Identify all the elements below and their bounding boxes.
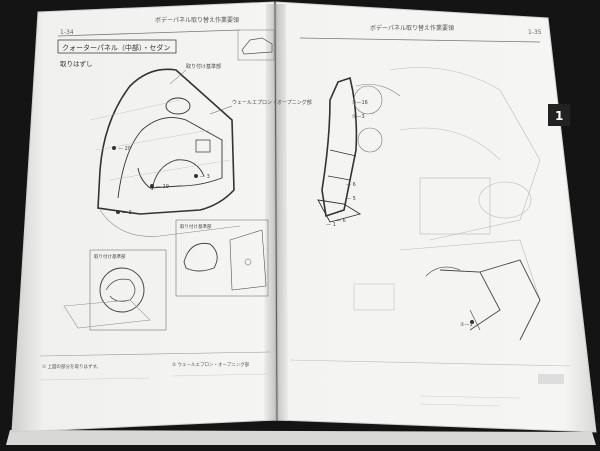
right-callout-extra: — 1 xyxy=(326,222,336,228)
callout-label-1: 取り付け基準部 xyxy=(186,63,221,70)
right-page-number: 1-35 xyxy=(528,29,542,36)
right-callout-extra: — 6 xyxy=(336,218,346,224)
left-page-number: 1-34 xyxy=(60,29,74,36)
left-footnote-2: ② ウェールエプロン・オープニング部 xyxy=(172,361,250,368)
page-stack xyxy=(6,430,596,445)
right-header-rule xyxy=(299,37,541,43)
left-page-header: ボデーパネル取り替え作業要領 xyxy=(155,16,239,24)
inset-detail-shape-2 xyxy=(183,242,218,272)
inset-label-2: 取り付け基準部 xyxy=(180,223,212,230)
thumbnail-frame xyxy=(237,29,275,61)
inset-bolt-icon xyxy=(244,258,252,266)
callout-dot xyxy=(112,146,116,150)
callout-number: — 3 xyxy=(122,210,132,216)
right-page xyxy=(275,1,597,433)
page-gutter xyxy=(264,4,288,421)
text-line xyxy=(39,377,151,381)
inset-detail-panel xyxy=(229,229,267,291)
callout-dot xyxy=(116,210,120,214)
section-title-box xyxy=(57,39,177,54)
callout-number: — 19 xyxy=(156,184,169,190)
callout-label-2: ウェールエプロン・オープニング部 xyxy=(232,99,312,106)
right-callout-1: ①—16 xyxy=(352,100,368,106)
chapter-tab xyxy=(548,104,570,126)
inset-label-1: 取り付け基準部 xyxy=(94,253,126,260)
callout-dot xyxy=(194,174,198,178)
pillar-diagram xyxy=(317,76,401,223)
text-line xyxy=(419,395,521,399)
callout-number: — 3 xyxy=(200,174,210,180)
right-callout-extra: — 5 xyxy=(346,196,356,202)
text-line xyxy=(171,373,269,377)
inset-detail-circle xyxy=(99,267,145,313)
quarter-panel-diagram xyxy=(89,68,241,237)
chapter-tab-number: 1 xyxy=(555,109,563,123)
lower-detail-diagram xyxy=(425,259,541,341)
right-footer-rule xyxy=(289,359,571,367)
small-inset xyxy=(353,283,395,311)
right-callout-2: ①—3 xyxy=(352,114,365,120)
left-footnote: ① 上図の部分を取りはずす。 xyxy=(42,363,101,370)
faded-background-drawing xyxy=(389,67,541,301)
right-callout-extra: — 6 xyxy=(346,182,356,188)
callout-number: — 20 xyxy=(118,146,131,152)
leader-line xyxy=(209,105,233,115)
right-footer-box xyxy=(538,374,564,384)
right-page-header: ボデーパネル取り替え作業要領 xyxy=(370,24,454,32)
callout-dot xyxy=(150,184,154,188)
left-footer-rule xyxy=(39,351,271,357)
text-line xyxy=(419,403,501,407)
detail-circle-1 xyxy=(353,85,383,115)
leader-line xyxy=(169,69,187,85)
photo-inset-frame xyxy=(419,177,491,235)
inset-frame-2 xyxy=(175,219,269,297)
right-callout-3: ①—1 xyxy=(460,322,473,328)
section-subtitle: 取りはずし xyxy=(60,59,93,68)
callout-dot xyxy=(470,320,474,324)
thumbnail-car-icon xyxy=(241,37,273,55)
detail-circle-2 xyxy=(357,127,383,153)
section-title: クォーターパネル（中部）・セダン xyxy=(62,43,170,52)
inset-frame-1 xyxy=(89,249,167,331)
sill-drawing xyxy=(63,299,151,329)
left-header-rule xyxy=(57,29,241,37)
